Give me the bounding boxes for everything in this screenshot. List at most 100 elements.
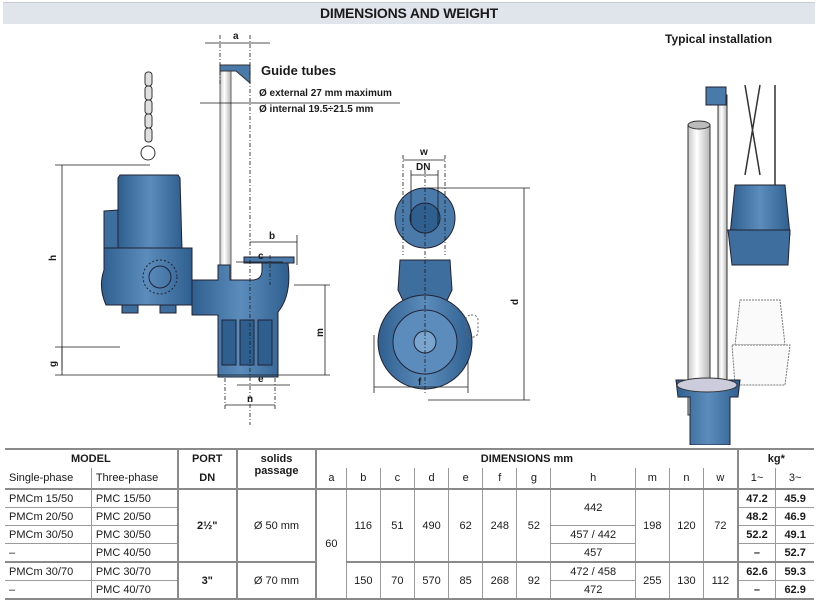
dim-w: 112	[703, 561, 739, 600]
dim-label-w: w	[420, 147, 428, 158]
dim-label-h: h	[48, 254, 59, 261]
header-col-h: h	[550, 468, 636, 490]
table-header-row-1: MODEL PORT solids passage DIMENSIONS mm …	[5, 448, 814, 490]
model-single-phase: PMCm 30/50	[5, 525, 92, 544]
header-col-f: f	[482, 468, 518, 490]
typical-installation-drawing	[675, 84, 791, 445]
dim-c: 51	[379, 488, 415, 563]
dim-label-f: f	[418, 377, 422, 388]
header-model: MODEL	[5, 448, 179, 468]
installation-pump	[729, 184, 791, 236]
dimension-lines	[55, 35, 400, 425]
dim-c: 70	[379, 561, 415, 600]
pump-body	[100, 247, 193, 306]
dim-h: 442	[550, 488, 636, 526]
dim-label-d: d	[510, 298, 521, 305]
weight-single-phase: 52.2	[736, 525, 777, 544]
dim-w: 72	[703, 488, 739, 563]
model-three-phase: PMC 40/50	[90, 543, 179, 563]
header-col-a: a	[315, 468, 347, 490]
weight-single-phase: –	[736, 543, 777, 563]
weight-three-phase: 45.9	[775, 488, 814, 508]
weight-single-phase: 47.2	[736, 488, 777, 508]
header-col-e: e	[448, 468, 484, 490]
model-single-phase: PMCm 20/50	[5, 507, 92, 526]
weight-single-phase: 62.6	[736, 561, 777, 581]
front-view-drawing	[373, 155, 530, 401]
dim-b: 116	[345, 488, 381, 563]
port-dn: 2½"	[176, 488, 238, 563]
front-dimension-lines	[373, 155, 530, 401]
dim-label-b: b	[269, 231, 276, 242]
installation-tube-large	[687, 124, 711, 416]
table-row: – PMC 40/70 472 – 62.9	[5, 580, 814, 600]
solids-passage: Ø 70 mm	[235, 561, 317, 600]
model-single-phase: –	[5, 580, 92, 600]
section-title-bar: DIMENSIONS AND WEIGHT	[3, 2, 815, 24]
weight-three-phase: 62.9	[775, 580, 814, 600]
header-port: PORT	[176, 448, 238, 468]
dim-g: 52	[516, 488, 552, 563]
header-single-phase: Single-phase	[5, 468, 92, 490]
technical-drawing: Guide tubes Ø external 27 mm maximum Ø i…	[0, 25, 820, 445]
dim-f: 248	[482, 488, 518, 563]
guide-tubes-external: Ø external 27 mm maximum	[259, 88, 392, 99]
pump-drawings-svg	[55, 35, 791, 445]
dim-a: 60	[315, 488, 347, 600]
header-col-c: c	[379, 468, 415, 490]
table-header-row-2: Single-phase Three-phase DN a b c d e f …	[5, 468, 814, 490]
solids-passage: Ø 50 mm	[235, 488, 317, 563]
header-solids: solids passage	[235, 448, 317, 490]
dim-m: 198	[634, 488, 670, 563]
header-kg: kg*	[736, 448, 814, 468]
dim-h: 472	[550, 580, 636, 600]
guide-tubes-title: Guide tubes	[261, 63, 337, 78]
dimensions-weight-table: MODEL PORT solids passage DIMENSIONS mm …	[5, 448, 814, 600]
model-three-phase: PMC 30/70	[90, 561, 179, 581]
model-single-phase: PMCm 30/70	[5, 561, 92, 581]
guide-tubes-internal: Ø internal 19.5÷21.5 mm	[259, 104, 374, 115]
header-dimensions: DIMENSIONS mm	[315, 448, 739, 468]
dim-n: 120	[668, 488, 705, 563]
dim-h: 472 / 458	[550, 561, 636, 581]
model-three-phase: PMC 40/70	[90, 580, 179, 600]
chain-icon	[140, 71, 156, 161]
dim-label-c: c	[258, 251, 264, 262]
weight-three-phase: 59.3	[775, 561, 814, 581]
dim-h: 457 / 442	[550, 525, 636, 544]
dim-label-a: a	[233, 31, 239, 42]
table-row: PMCm 20/50 PMC 20/50 48.2 46.9	[5, 507, 814, 526]
dim-h: 457	[550, 543, 636, 563]
header-col-m: m	[634, 468, 670, 490]
model-three-phase: PMC 15/50	[90, 488, 179, 508]
header-kg-single: 1~	[736, 468, 777, 490]
weight-single-phase: –	[736, 580, 777, 600]
typical-installation-title: Typical installation	[665, 32, 773, 46]
header-col-n: n	[668, 468, 705, 490]
dim-d: 570	[413, 561, 450, 600]
header-col-b: b	[345, 468, 381, 490]
model-single-phase: –	[5, 543, 92, 563]
dim-label-e: e	[258, 374, 264, 385]
weight-three-phase: 46.9	[775, 507, 814, 526]
table-row: PMCm 30/70 PMC 30/70 3" Ø 70 mm 150 70 5…	[5, 561, 814, 600]
header-kg-three: 3~	[775, 468, 814, 490]
dim-f: 268	[482, 561, 518, 600]
dim-m: 255	[634, 561, 670, 600]
section-title: DIMENSIONS AND WEIGHT	[319, 5, 499, 21]
port-dn: 3"	[176, 561, 238, 600]
dim-e: 85	[448, 561, 484, 600]
weight-single-phase: 48.2	[736, 507, 777, 526]
model-three-phase: PMC 30/50	[90, 525, 179, 544]
dim-label-g: g	[48, 360, 59, 367]
installation-base	[675, 379, 741, 445]
guide-bracket	[219, 64, 251, 85]
dim-label-n: n	[247, 394, 254, 405]
header-col-g: g	[516, 468, 552, 490]
weight-three-phase: 52.7	[775, 543, 814, 563]
header-dn: DN	[176, 468, 238, 490]
dim-label-m: m	[315, 328, 326, 337]
dim-e: 62	[448, 488, 484, 563]
model-three-phase: PMC 20/50	[90, 507, 179, 526]
table-row: PMCm 30/50 PMC 30/50 457 / 442 52.2 49.1	[5, 525, 814, 544]
